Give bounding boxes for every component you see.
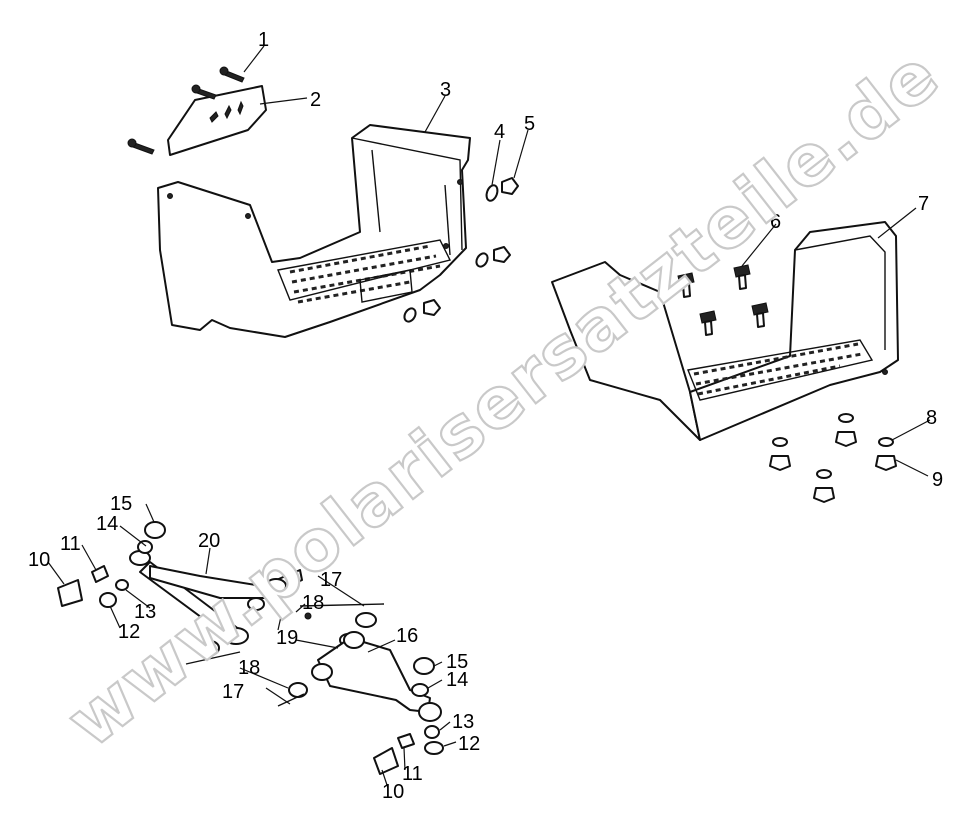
callout-18-lower: 18 xyxy=(238,657,260,679)
lower-a-arm xyxy=(311,631,442,722)
callout-16: 16 xyxy=(396,625,418,647)
upper-a-arm xyxy=(129,550,303,645)
callout-18: 18 xyxy=(302,592,324,614)
callout-15: 15 xyxy=(110,493,132,515)
callout-10-lower: 10 xyxy=(382,781,404,803)
callout-17-lower: 17 xyxy=(222,681,244,703)
callout-8: 8 xyxy=(926,407,937,429)
heel-shield xyxy=(167,85,267,156)
lower-right-fittings xyxy=(373,657,444,775)
callout-2: 2 xyxy=(310,89,321,111)
callout-9: 9 xyxy=(932,469,943,491)
callout-6: 6 xyxy=(770,211,781,233)
callout-10: 10 xyxy=(28,549,50,571)
right-bolts xyxy=(677,264,769,336)
callout-5: 5 xyxy=(524,113,535,135)
callout-15-lower: 15 xyxy=(446,651,468,673)
callout-12: 12 xyxy=(118,621,140,643)
callout-labels: 1 2 3 4 5 6 7 8 9 10 11 12 13 14 15 20 1… xyxy=(28,29,943,803)
right-washers-nuts xyxy=(769,413,897,503)
left-washers-nuts xyxy=(403,177,519,323)
callout-14-lower: 14 xyxy=(446,669,468,691)
callout-11: 11 xyxy=(60,533,81,555)
leader-lines xyxy=(47,45,931,789)
callout-20: 20 xyxy=(198,530,220,552)
callout-17: 17 xyxy=(320,569,342,591)
callout-14: 14 xyxy=(96,513,118,535)
callout-13-lower: 13 xyxy=(452,711,474,733)
callout-4: 4 xyxy=(494,121,505,143)
callout-3: 3 xyxy=(440,79,451,101)
callout-7: 7 xyxy=(918,193,929,215)
right-footwell xyxy=(551,221,899,441)
callout-11-lower: 11 xyxy=(402,763,423,785)
callout-12-lower: 12 xyxy=(458,733,480,755)
left-footwell xyxy=(157,124,471,338)
callout-13: 13 xyxy=(134,601,156,623)
callout-1: 1 xyxy=(258,29,269,51)
shield-screws xyxy=(127,66,245,155)
callout-19: 19 xyxy=(276,627,298,649)
